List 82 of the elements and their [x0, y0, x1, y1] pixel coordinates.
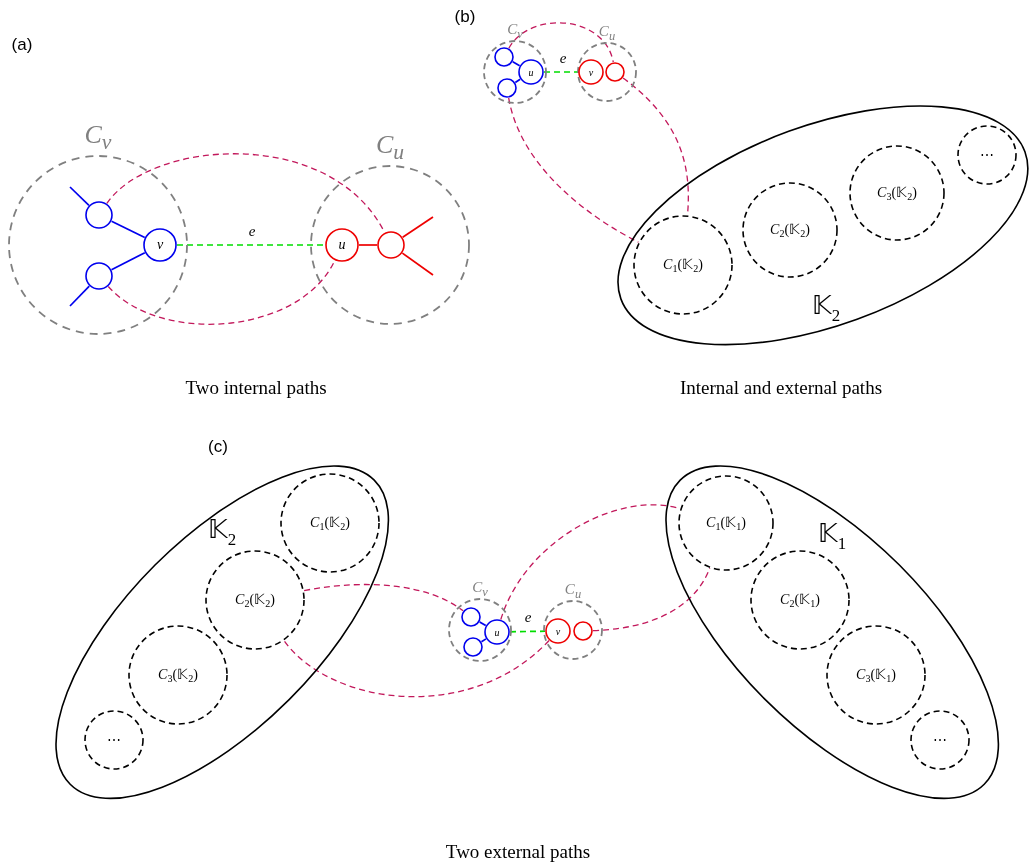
component-circle [205, 550, 305, 650]
vertex-circle [573, 621, 593, 641]
component-label: ⋯ [933, 731, 947, 749]
dashed-path [508, 97, 640, 243]
cluster-label: C$_{u}$ [598, 22, 616, 45]
vertex-circle [377, 231, 405, 259]
vertex-label: u [494, 626, 500, 638]
panel-label: (b) [454, 7, 476, 27]
vertex-circle [143, 228, 177, 262]
component-label: ⋯ [980, 146, 994, 164]
component-circle [826, 625, 926, 725]
vertex-circle [461, 607, 481, 627]
cluster-label: C$_{v}$ [472, 578, 488, 601]
edge-line [401, 216, 434, 239]
cluster-label: C$_{v}$ [507, 20, 523, 43]
vertex-label: v [588, 66, 594, 78]
vertex-circle [605, 62, 625, 82]
cluster-label: C$_{v}$ [84, 119, 112, 157]
component-circle [84, 710, 144, 770]
component-circle [910, 710, 970, 770]
component-circle [280, 473, 380, 573]
edge-line [358, 244, 378, 246]
vertex-circle [325, 228, 359, 262]
component-label: C$_{3}$(𝕂$_{2}$) [877, 183, 917, 203]
set-label: 𝕂$_{2}$ [207, 514, 237, 550]
panel-label: (c) [208, 437, 228, 457]
dashed-path [543, 71, 579, 73]
vertex-label: v [555, 625, 561, 637]
dashed-path [176, 244, 326, 246]
component-circle [750, 550, 850, 650]
component-circle [742, 182, 838, 278]
edge-line [110, 220, 146, 239]
vertex-circle [85, 201, 113, 229]
edge-line [480, 638, 487, 643]
vertex-circle [85, 262, 113, 290]
caption: Internal and external paths [679, 377, 883, 399]
component-label: C$_{3}$(𝕂$_{2}$) [158, 665, 198, 685]
vertex-label: u [338, 237, 346, 253]
vertex-circle [518, 59, 544, 85]
vertex-circle [497, 78, 517, 98]
cluster-label: C$_{u}$ [564, 580, 582, 603]
set-ellipse [665, 465, 999, 799]
component-circle [849, 145, 945, 241]
caption: Two internal paths [185, 377, 327, 399]
component-circle [128, 625, 228, 725]
dashed-path [303, 583, 464, 612]
panel-label: (a) [11, 35, 33, 55]
dashed-path [508, 22, 614, 63]
vertex-label: u [528, 66, 534, 78]
set-ellipse [55, 465, 389, 799]
vertex-circle [578, 59, 604, 85]
component-label: C$_{2}$(𝕂$_{2}$) [770, 220, 810, 240]
edge-line [511, 61, 521, 67]
set-ellipse [618, 105, 1028, 345]
vertex-circle [545, 618, 571, 644]
vertex-circle [463, 637, 483, 657]
component-circle [957, 125, 1017, 185]
set-label: 𝕂$_{1}$ [817, 518, 847, 554]
component-circle [633, 215, 733, 315]
set-label: 𝕂$_{2}$ [811, 290, 841, 326]
dashed-path [283, 639, 550, 698]
edge-line [478, 621, 487, 627]
vertex-circle [494, 47, 514, 67]
cluster-label: C$_{u}$ [375, 129, 405, 167]
dashed-path [592, 567, 711, 632]
vertex-circle [484, 619, 510, 645]
component-label: C$_{1}$(𝕂$_{2}$) [310, 513, 350, 533]
edge-line [69, 186, 90, 207]
edge-line [514, 78, 522, 84]
component-label: C$_{1}$(𝕂$_{1}$) [706, 513, 746, 533]
component-label: C$_{3}$(𝕂$_{1}$) [856, 665, 896, 685]
edge-line [69, 285, 91, 307]
dashed-path [509, 630, 546, 633]
component-label: C$_{2}$(𝕂$_{1}$) [780, 590, 820, 610]
edge-line [401, 252, 434, 276]
vertex-label: v [156, 237, 164, 253]
component-label: ⋯ [107, 731, 121, 749]
edge-line [110, 251, 146, 271]
component-circle [678, 475, 774, 571]
component-label: C$_{1}$(𝕂$_{2}$) [663, 255, 703, 275]
caption: Two external paths [445, 841, 591, 863]
component-label: C$_{2}$(𝕂$_{2}$) [235, 590, 275, 610]
